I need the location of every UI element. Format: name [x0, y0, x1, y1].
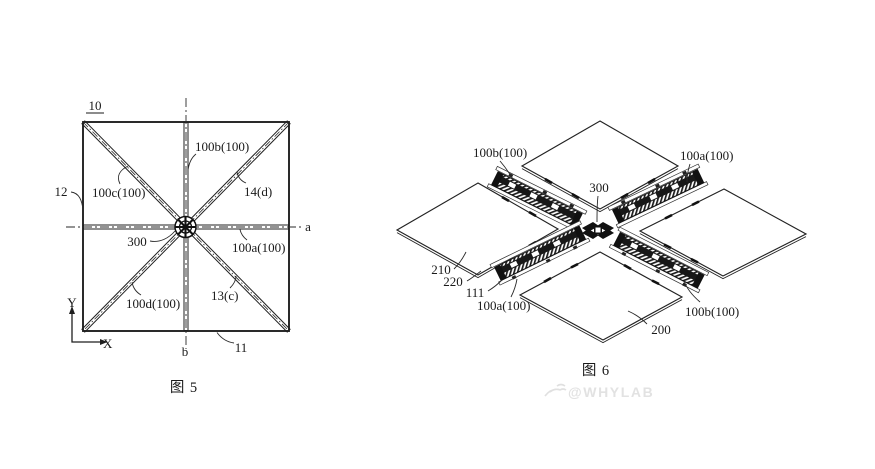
label-200: 200 [651, 322, 671, 337]
coordinate-marker [69, 306, 108, 345]
watermark: @WHYLAB [544, 383, 654, 400]
label-100a-bottom: 100a(100) [477, 298, 530, 313]
hinge-bar-ne [607, 163, 709, 229]
leader-100a-bottom [510, 278, 518, 298]
label-300: 300 [127, 234, 147, 249]
leader-12 [70, 191, 84, 211]
leader-200 [627, 310, 648, 325]
leader-220 [466, 270, 482, 282]
leader-210 [453, 251, 467, 270]
leader-100b-top [499, 160, 515, 182]
label-14d: 14(d) [244, 184, 272, 199]
label-axis-a: a [305, 219, 311, 234]
figure5: 10 12 100c(100) 100b(100) 14(d) 300 100a… [55, 98, 311, 396]
leader-100b [187, 153, 197, 171]
leader-13c [229, 275, 237, 289]
leader-100a [239, 229, 248, 241]
panel-right [638, 188, 808, 280]
label-300-fig6: 300 [589, 180, 609, 195]
x-arrowhead [100, 339, 108, 345]
label-10: 10 [89, 98, 102, 113]
label-100a: 100a(100) [232, 240, 285, 255]
label-100d: 100d(100) [126, 296, 180, 311]
hinge-bar-se [608, 226, 710, 294]
label-220: 220 [443, 274, 463, 289]
figure6-caption: 图 6 [582, 363, 610, 379]
label-100c: 100c(100) [92, 185, 145, 200]
label-210: 210 [431, 262, 451, 277]
label-111: 111 [466, 285, 485, 300]
label-100b-bottom: 100b(100) [685, 304, 739, 319]
label-100b: 100b(100) [195, 139, 249, 154]
label-axis-y: Y [67, 295, 77, 310]
hinge-bar-sw [489, 220, 591, 286]
leader-100b-bottom [683, 280, 701, 303]
hinge-bar-nw [486, 165, 588, 232]
leader-14d [236, 171, 247, 184]
figure5-caption: 图 5 [170, 380, 198, 396]
leader-300-6 [596, 195, 599, 223]
label-12: 12 [55, 184, 68, 199]
y-arrowhead [69, 306, 75, 314]
leader-100a-top [686, 163, 691, 183]
watermark-text: @WHYLAB [568, 384, 654, 400]
leader-100c [117, 165, 129, 185]
leader-111 [487, 279, 503, 292]
label-11: 11 [235, 340, 248, 355]
panel-top [520, 120, 680, 213]
central-hub [174, 215, 197, 239]
figure6: 100b(100) 100a(100) 300 210 220 111 100a… [395, 120, 808, 379]
label-axis-b: b [182, 344, 189, 359]
leader-100d [131, 281, 142, 296]
label-axis-x: X [103, 336, 113, 351]
panel-bottom [518, 251, 684, 344]
watermark-logo-icon [544, 383, 567, 397]
leader-11 [216, 332, 235, 344]
central-connector [582, 222, 614, 239]
label-100b-top: 100b(100) [473, 145, 527, 160]
label-13c: 13(c) [211, 288, 238, 303]
label-100a-top: 100a(100) [680, 148, 733, 163]
leader-300 [149, 230, 176, 242]
